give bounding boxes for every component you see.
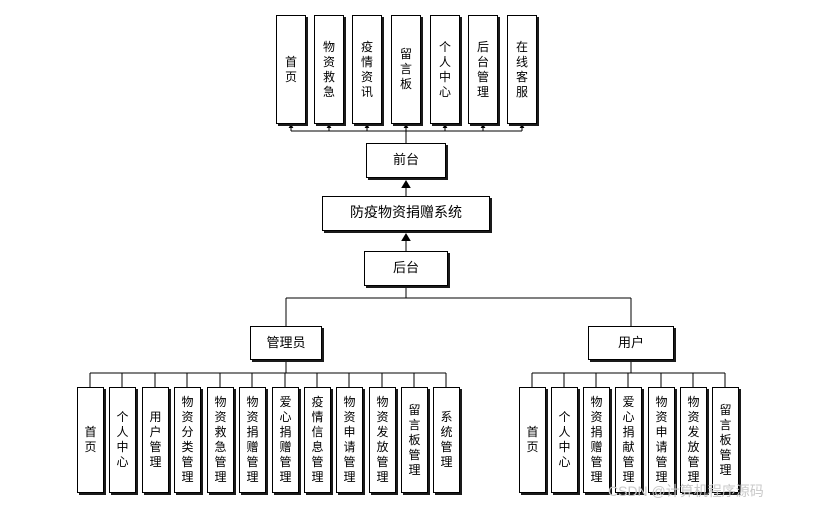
admin-module-epidemic-info: 疫情信息管理 [304, 387, 331, 493]
admin-module-system-management: 系统管理 [433, 387, 460, 493]
user-module-charity-donation: 爱心捐献管理 [615, 387, 642, 493]
top-module-arrowhead [480, 124, 486, 128]
user-module-supply-donation: 物资捐赠管理 [583, 387, 610, 493]
frontend-arrowhead [401, 180, 411, 188]
admin-module-supply-emergency: 物资救急管理 [207, 387, 234, 493]
backend-node: 后台 [364, 251, 448, 286]
front-module-message-board: 留言板 [391, 15, 421, 124]
frontend-node: 前台 [366, 143, 446, 178]
top-module-arrowhead [326, 124, 332, 128]
user-module-home: 首页 [519, 387, 546, 493]
admin-module-charity-donation: 爱心捐赠管理 [272, 387, 299, 493]
admin-module-supply-donation: 物资捐赠管理 [239, 387, 266, 493]
admin-module-user-management: 用户管理 [142, 387, 169, 493]
front-module-online-service: 在线客服 [507, 15, 537, 124]
front-module-personal-center: 个人中心 [430, 15, 460, 124]
admin-module-supply-distribution: 物资发放管理 [369, 387, 396, 493]
user-module-message-board: 留言板管理 [712, 387, 739, 493]
front-module-home: 首页 [276, 15, 306, 124]
admin-module-supply-application: 物资申请管理 [336, 387, 363, 493]
admin-node: 管理员 [250, 326, 322, 360]
user-node: 用户 [588, 326, 674, 360]
admin-module-message-board: 留言板管理 [401, 387, 428, 493]
front-module-epidemic-news: 疫情资讯 [352, 15, 382, 124]
system-arrowhead [401, 233, 411, 241]
user-module-personal-center: 个人中心 [551, 387, 578, 493]
front-module-supply-emergency: 物资救急 [314, 15, 344, 124]
front-module-backend-management: 后台管理 [468, 15, 498, 124]
top-module-arrowhead [364, 124, 370, 128]
top-module-arrowhead [403, 124, 409, 128]
admin-module-home: 首页 [77, 387, 104, 493]
admin-module-personal-center: 个人中心 [109, 387, 136, 493]
admin-module-supply-category: 物资分类管理 [174, 387, 201, 493]
watermark: CSDN @计算机程序源码 [608, 483, 764, 499]
user-module-supply-distribution: 物资发放管理 [680, 387, 707, 493]
user-module-supply-application: 物资申请管理 [648, 387, 675, 493]
system-title-node: 防疫物资捐赠系统 [322, 196, 490, 231]
top-module-arrowhead [288, 124, 294, 128]
top-module-arrowhead [519, 124, 525, 128]
top-module-arrowhead [442, 124, 448, 128]
